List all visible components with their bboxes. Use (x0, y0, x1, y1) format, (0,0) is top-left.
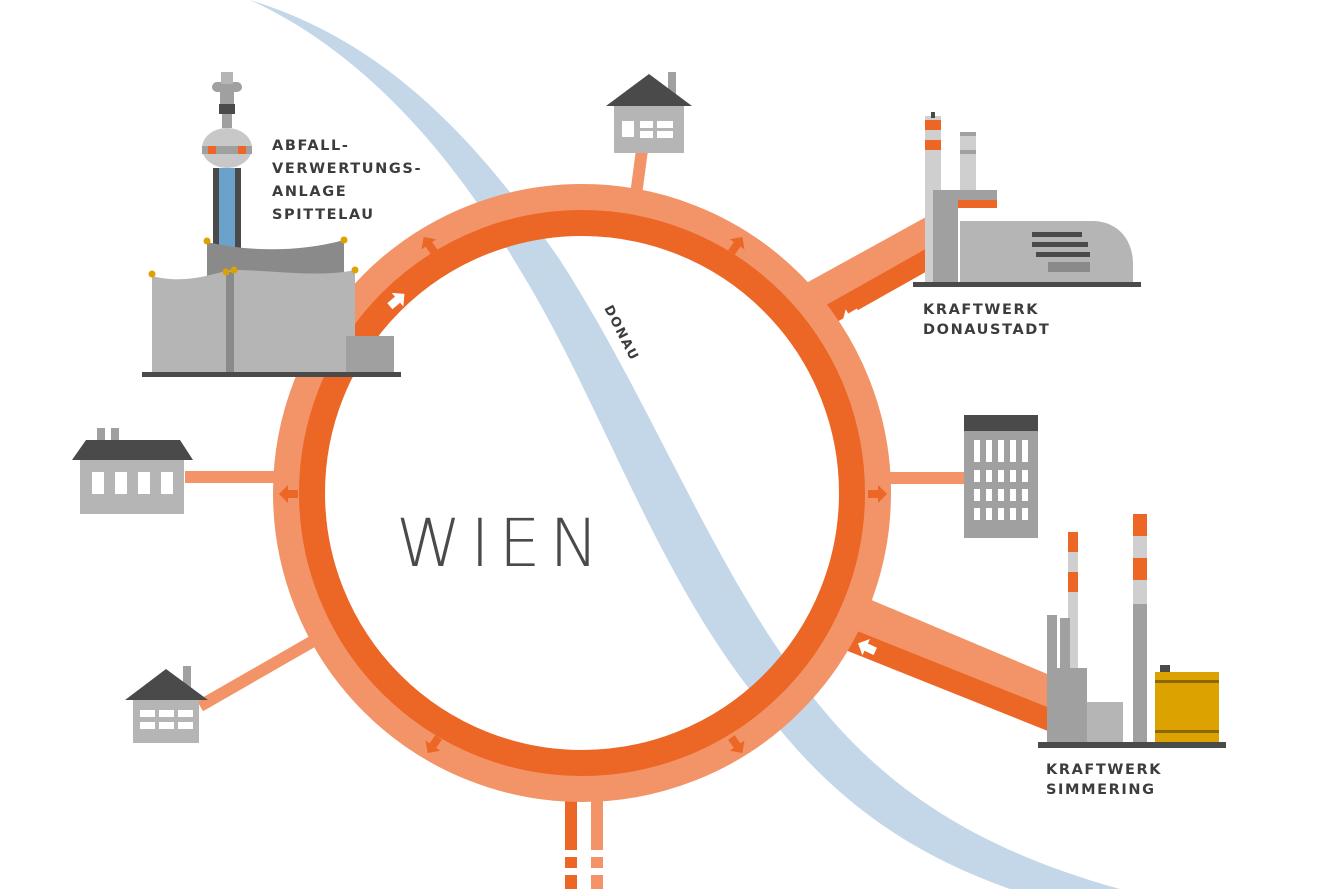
power-plant-icon (1038, 514, 1226, 748)
arrow-icon (842, 308, 861, 325)
arrow-icon (425, 735, 442, 754)
house-icon (125, 666, 208, 743)
pipe-south-gap-1 (560, 850, 610, 857)
arrow-icon (279, 485, 298, 503)
arrow-icon (858, 638, 877, 656)
waste-incineration-plant-icon (142, 72, 401, 377)
pipe-simmering-outer (851, 598, 1064, 720)
arrow-icon (868, 485, 887, 503)
arrow-icon (387, 292, 405, 310)
pipe-north-house (630, 149, 648, 196)
pipe-southwest-house (197, 634, 318, 712)
arrow-icon (728, 236, 745, 255)
spittelau-label: ABFALL- VERWERTUNGS- ANLAGE SPITTELAU (272, 138, 429, 223)
pipe-donaustadt-outer (797, 217, 946, 325)
arrow-icon (421, 236, 438, 255)
flow-arrows-inner (387, 292, 877, 656)
simmering-label: KRAFTWERK SIMMERING (1046, 762, 1169, 798)
ring-outer (273, 184, 891, 802)
ring-inner (299, 210, 865, 776)
flow-arrows-outer (279, 236, 887, 754)
pipe-donaustadt-inner (815, 249, 935, 329)
apartment-building-icon (72, 428, 193, 514)
arrow-icon (728, 735, 745, 754)
house-icon (606, 72, 692, 153)
pipe-south-gap-2 (560, 868, 610, 875)
city-title: WIEN (396, 505, 608, 582)
power-plant-icon (913, 112, 1141, 287)
office-tower-icon (964, 415, 1038, 538)
donaustadt-label: KRAFTWERK DONAUSTADT (923, 302, 1050, 338)
pipe-simmering-inner (845, 629, 1060, 733)
